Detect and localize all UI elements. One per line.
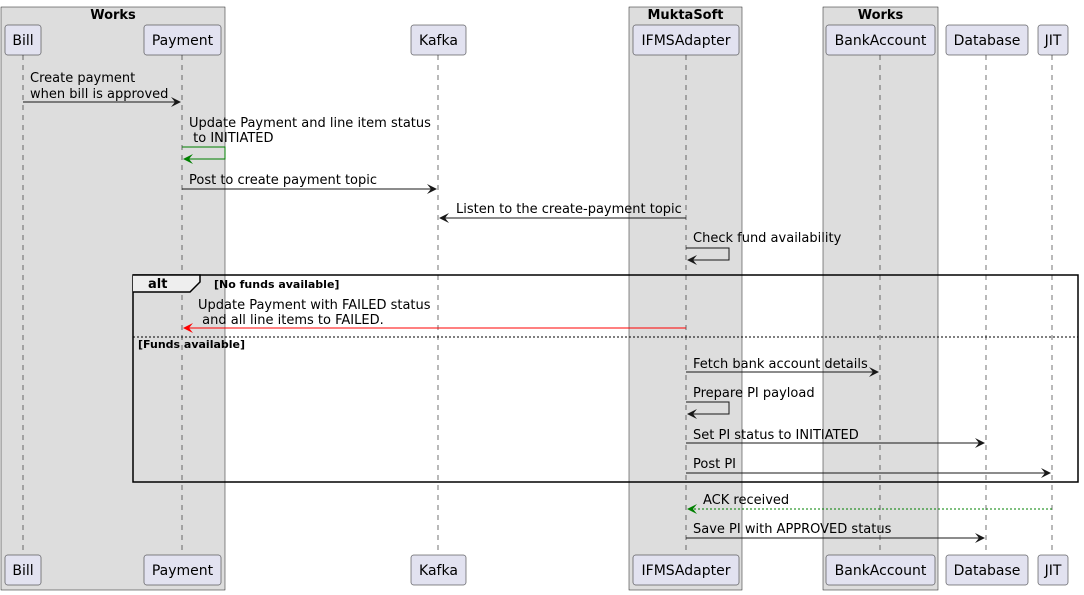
message-listen-topic: Listen to the create-payment topic — [439, 202, 686, 223]
message-create-payment: Create payment when bill is approved — [23, 71, 181, 107]
message-label: Check fund availability — [693, 231, 842, 246]
message-label: ACK received — [703, 493, 789, 508]
message-label: Fetch bank account details — [693, 357, 868, 372]
participant-label: IFMSAdapter — [642, 563, 731, 579]
participant-label: Bill — [12, 563, 33, 579]
participant-kafka-bottom: Kafka — [410, 554, 467, 586]
message-label: Set PI status to INITIATED — [693, 428, 859, 443]
participant-label: Payment — [152, 33, 214, 49]
participant-label: Payment — [152, 563, 214, 579]
participant-bankaccount-top: BankAccount — [825, 24, 936, 56]
participant-bill-top: Bill — [4, 24, 42, 56]
message-label: Update Payment and line item status — [189, 116, 431, 131]
participant-label: Kafka — [419, 563, 458, 579]
participant-label: JIT — [1044, 563, 1062, 579]
message-label: Create payment — [30, 71, 135, 86]
message-label: Prepare PI payload — [693, 386, 815, 401]
participant-bankaccount-bottom: BankAccount — [825, 554, 936, 586]
message-save-pi-approved: Save PI with APPROVED status — [686, 522, 985, 543]
participant-ifmsadapter-bottom: IFMSAdapter — [632, 554, 740, 586]
box-muktasoft: MuktaSoft — [628, 6, 743, 591]
message-update-failed: Update Payment with FAILED status and al… — [183, 298, 686, 333]
lifelines — [22, 55, 1053, 555]
participant-database-top: Database — [945, 24, 1029, 56]
message-label: Post to create payment topic — [189, 173, 377, 188]
box-title: Works — [858, 8, 904, 23]
message-label: Update Payment with FAILED status — [198, 298, 431, 313]
message-arrow — [686, 247, 730, 265]
box-title: Works — [90, 8, 136, 23]
box-works-right: Works — [822, 6, 939, 591]
message-label: Post PI — [693, 457, 736, 472]
alt-condition-funds: [Funds available] — [138, 338, 245, 351]
alt-condition-no-funds: [No funds available] — [214, 278, 339, 291]
message-set-pi-initiated: Set PI status to INITIATED — [686, 428, 985, 448]
participant-label: BankAccount — [835, 33, 927, 49]
message-label: and all line items to FAILED. — [198, 313, 384, 328]
participant-label: Database — [954, 33, 1021, 49]
participant-label: Kafka — [419, 33, 458, 49]
message-ack-received: ACK received — [687, 493, 1052, 514]
message-update-payment-initiated: Update Payment and line item status to I… — [182, 116, 431, 164]
message-label: when bill is approved — [30, 87, 168, 102]
participant-payment-bottom: Payment — [143, 554, 222, 586]
message-arrow — [686, 401, 730, 419]
participant-kafka-top: Kafka — [410, 24, 467, 56]
participant-database-bottom: Database — [945, 554, 1029, 586]
participant-bill-bottom: Bill — [4, 554, 42, 586]
message-post-create-payment-topic: Post to create payment topic — [182, 173, 437, 194]
participant-label: JIT — [1044, 33, 1062, 49]
participant-jit-top: JIT — [1037, 24, 1069, 56]
message-fetch-bank-account: Fetch bank account details — [686, 357, 879, 377]
participant-label: BankAccount — [835, 563, 927, 579]
box-title: MuktaSoft — [648, 8, 724, 23]
alt-fragment: alt [No funds available] [Funds availabl… — [132, 274, 1079, 483]
participant-jit-bottom: JIT — [1037, 554, 1069, 586]
message-label: Listen to the create-payment topic — [456, 202, 682, 217]
message-check-fund: Check fund availability — [686, 231, 842, 265]
participant-label: IFMSAdapter — [642, 33, 731, 49]
alt-keyword: alt — [148, 277, 167, 292]
message-label: Save PI with APPROVED status — [693, 522, 892, 537]
message-arrow — [182, 146, 226, 164]
message-post-pi: Post PI — [686, 457, 1051, 478]
message-label: to INITIATED — [189, 131, 274, 146]
participant-payment-top: Payment — [143, 24, 222, 56]
message-prepare-pi: Prepare PI payload — [686, 386, 815, 419]
box-works-left: Works — [0, 6, 226, 591]
participant-ifmsadapter-top: IFMSAdapter — [632, 24, 740, 56]
participant-label: Database — [954, 563, 1021, 579]
participant-label: Bill — [12, 33, 33, 49]
